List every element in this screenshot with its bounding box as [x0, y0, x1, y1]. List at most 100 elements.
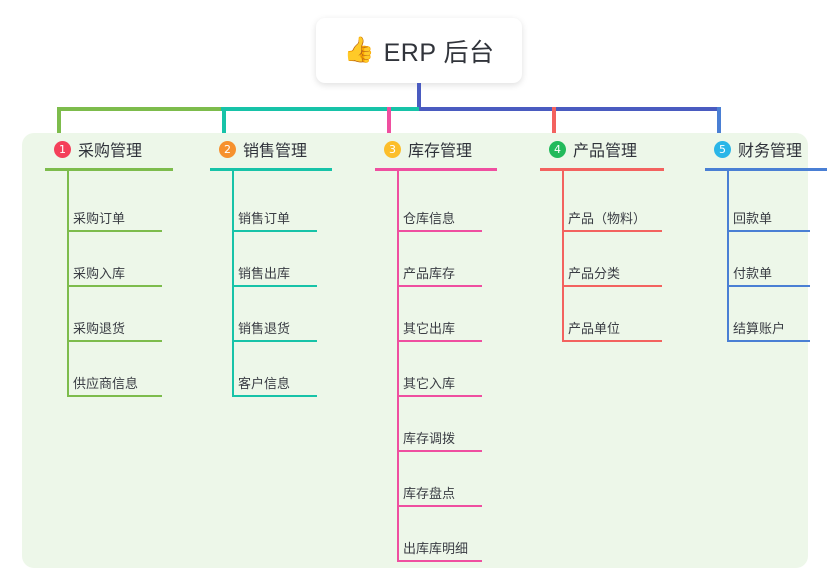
leaf-item-label: 采购入库 — [73, 266, 126, 281]
leaf-item-underline — [562, 340, 662, 342]
leaf-item-underline — [397, 395, 482, 397]
leaf-item[interactable]: 采购退货 — [67, 318, 162, 342]
leaf-item-underline — [397, 450, 482, 452]
leaf-item[interactable]: 采购订单 — [67, 208, 162, 232]
leaf-item-underline — [727, 340, 810, 342]
leaf-item-label: 采购订单 — [73, 211, 126, 226]
connector-drop-2 — [222, 107, 226, 147]
leaf-item[interactable]: 产品分类 — [562, 263, 662, 287]
leaf-item-underline — [397, 230, 482, 232]
connector-bar-blue — [419, 107, 721, 111]
branch-title: 财务管理 — [738, 143, 803, 160]
leaf-item-underline — [727, 285, 810, 287]
branch-column-2: 2 销售管理销售订单销售出库销售退货客户信息 — [210, 133, 365, 397]
branch-header-3[interactable]: 3 库存管理 — [375, 133, 530, 165]
leaf-item[interactable]: 产品单位 — [562, 318, 662, 342]
branch-title: 销售管理 — [243, 143, 308, 160]
leaf-item-label: 产品分类 — [568, 266, 621, 281]
branch-number-badge: 3 — [384, 140, 401, 158]
leaf-item[interactable]: 产品（物料） — [562, 208, 662, 232]
leaf-item[interactable]: 结算账户 — [727, 318, 810, 342]
root-stem-connector — [417, 83, 421, 108]
leaf-item-label: 销售退货 — [238, 321, 291, 336]
leaf-item[interactable]: 库存调拨 — [397, 428, 482, 452]
branch-number-badge: 5 — [714, 140, 731, 158]
leaf-item[interactable]: 仓库信息 — [397, 208, 482, 232]
leaf-item-underline — [397, 340, 482, 342]
leaf-item-label: 出库库明细 — [403, 541, 469, 556]
leaf-item[interactable]: 销售出库 — [232, 263, 317, 287]
branch-number-badge: 1 — [54, 140, 71, 158]
leaf-item-label: 产品（物料） — [568, 211, 647, 226]
leaf-item-label: 销售订单 — [238, 211, 291, 226]
leaf-item[interactable]: 供应商信息 — [67, 373, 162, 397]
branch-number-badge: 2 — [219, 140, 236, 158]
branch-underline — [375, 168, 497, 171]
branch-underline — [210, 168, 332, 171]
leaf-item[interactable]: 产品库存 — [397, 263, 482, 287]
connector-drop-3 — [387, 107, 391, 147]
branch-header-2[interactable]: 2 销售管理 — [210, 133, 365, 165]
branch-underline — [705, 168, 827, 171]
leaf-item[interactable]: 库存盘点 — [397, 483, 482, 507]
leaf-item-label: 结算账户 — [733, 321, 786, 336]
leaf-item-underline — [232, 230, 317, 232]
branch-column-4: 4 产品管理产品（物料） 产品分类产品单位 — [540, 133, 695, 342]
leaf-item-underline — [397, 285, 482, 287]
connector-drop-1 — [57, 107, 61, 147]
leaf-item-underline — [67, 285, 162, 287]
branch-title: 库存管理 — [408, 143, 473, 160]
leaf-item-underline — [232, 395, 317, 397]
branch-spine — [67, 171, 69, 395]
leaf-item-label: 其它出库 — [403, 321, 456, 336]
connector-bar-teal — [221, 107, 421, 111]
connector-drop-5 — [717, 107, 721, 147]
leaf-item-label: 仓库信息 — [403, 211, 456, 226]
leaf-item-underline — [562, 285, 662, 287]
leaf-item[interactable]: 客户信息 — [232, 373, 317, 397]
branch-number-badge: 4 — [549, 140, 566, 158]
leaf-item[interactable]: 销售订单 — [232, 208, 317, 232]
leaf-item-label: 供应商信息 — [73, 376, 139, 391]
branch-column-5: 5 财务管理回款单付款单结算账户 — [705, 133, 839, 342]
leaf-item[interactable]: 付款单 — [727, 263, 810, 287]
leaf-item-label: 其它入库 — [403, 376, 456, 391]
leaf-item-underline — [727, 230, 810, 232]
leaf-item-underline — [397, 560, 482, 562]
branch-spine — [232, 171, 234, 395]
leaf-item-label: 库存盘点 — [403, 486, 456, 501]
leaf-item[interactable]: 出库库明细 — [397, 538, 482, 562]
branch-header-4[interactable]: 4 产品管理 — [540, 133, 695, 165]
leaf-item-underline — [232, 285, 317, 287]
branch-column-3: 3 库存管理仓库信息产品库存其它出库其它入库库存调拨库存盘点出库库明细 — [375, 133, 530, 562]
branch-header-5[interactable]: 5 财务管理 — [705, 133, 839, 165]
branch-spine — [562, 171, 564, 340]
leaf-item-label: 客户信息 — [238, 376, 291, 391]
leaf-item-underline — [397, 505, 482, 507]
leaf-item[interactable]: 其它出库 — [397, 318, 482, 342]
leaf-item-underline — [562, 230, 662, 232]
leaf-item-underline — [232, 340, 317, 342]
leaf-item-underline — [67, 395, 162, 397]
leaf-item[interactable]: 采购入库 — [67, 263, 162, 287]
leaf-item-label: 库存调拨 — [403, 431, 456, 446]
connector-drop-4 — [552, 107, 556, 147]
leaf-item-underline — [67, 230, 162, 232]
branch-spine — [397, 171, 399, 560]
branch-spine — [727, 171, 729, 340]
branch-underline — [540, 168, 664, 171]
thumbs-up-icon: 👍 — [343, 36, 375, 64]
branch-title: 产品管理 — [573, 143, 638, 160]
leaf-item-underline — [67, 340, 162, 342]
branch-underline — [45, 168, 173, 171]
leaf-item-label: 采购退货 — [73, 321, 126, 336]
leaf-item[interactable]: 其它入库 — [397, 373, 482, 397]
leaf-item[interactable]: 销售退货 — [232, 318, 317, 342]
leaf-item[interactable]: 回款单 — [727, 208, 810, 232]
root-node-card[interactable]: 👍 ERP 后台 — [316, 18, 522, 83]
leaf-item-label: 回款单 — [733, 211, 773, 226]
leaf-item-label: 产品库存 — [403, 266, 456, 281]
leaf-item-label: 销售出库 — [238, 266, 291, 281]
